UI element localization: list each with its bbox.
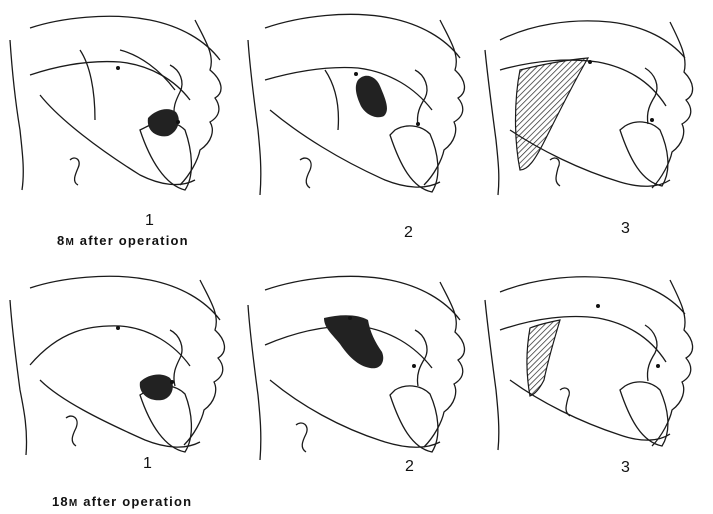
panel-label: 1 — [143, 455, 152, 473]
skull-outline — [265, 276, 460, 320]
marker-dot — [116, 66, 120, 70]
face-profile — [652, 280, 693, 446]
caption-text: after operation — [80, 233, 189, 248]
face-profile — [424, 282, 464, 447]
mandible-outline — [270, 110, 440, 187]
mandible-outline — [40, 95, 195, 185]
jaw-shape — [645, 325, 657, 381]
ear-shape — [66, 416, 77, 446]
tongue-body — [390, 386, 438, 452]
pharynx-wall — [10, 40, 23, 190]
skull-outline — [500, 277, 685, 314]
panel-label: 3 — [621, 459, 630, 477]
panel-label: 3 — [621, 220, 630, 238]
pharynx-wall — [248, 40, 261, 195]
panel-8m-3 — [480, 10, 713, 210]
marker-dot — [116, 326, 120, 330]
palate-line — [30, 62, 190, 100]
face-profile — [424, 20, 464, 185]
caption-number: 18 — [52, 494, 69, 509]
shaded-region — [356, 76, 387, 118]
skull-outline — [265, 14, 460, 58]
pharynx-wall — [485, 50, 499, 195]
skull-outline — [30, 16, 220, 60]
marker-dot — [170, 380, 174, 384]
ear-shape — [70, 158, 79, 185]
panel-label: 2 — [404, 224, 413, 242]
panel-label: 2 — [405, 458, 414, 476]
marker-dot — [650, 118, 654, 122]
marker-dot — [354, 72, 358, 76]
shaded-region — [324, 315, 383, 368]
marker-dot — [656, 364, 660, 368]
panel-label: 1 — [145, 212, 154, 230]
marker-dot — [412, 364, 416, 368]
marker-dot — [416, 122, 420, 126]
tongue-body — [620, 382, 668, 446]
panel-18m-1 — [0, 270, 240, 470]
jaw-shape — [645, 68, 657, 124]
pharynx-wall — [248, 305, 261, 460]
hyoid-curve — [325, 70, 338, 130]
skull-outline — [500, 21, 685, 58]
shaded-region — [527, 320, 560, 396]
pharynx-wall — [10, 300, 27, 455]
shaded-region — [516, 58, 589, 170]
marker-dot — [176, 120, 180, 124]
row-caption: 18M after operation — [52, 494, 192, 509]
pharynx-wall — [485, 300, 499, 450]
marker-dot — [588, 60, 592, 64]
row-caption: 8M after operation — [57, 233, 189, 248]
ear-shape — [300, 158, 311, 188]
caption-unit: M — [65, 237, 75, 248]
panel-18m-2 — [240, 270, 480, 470]
palate-line — [265, 68, 432, 111]
tongue-body — [390, 126, 438, 192]
panel-8m-1 — [0, 10, 240, 210]
mandible-outline — [40, 380, 200, 447]
marker-dot — [348, 316, 352, 320]
palate-line — [500, 317, 666, 363]
face-profile — [184, 280, 224, 445]
marker-dot — [596, 304, 600, 308]
jaw-shape — [170, 330, 182, 386]
panel-18m-3 — [480, 270, 713, 470]
palate-line — [30, 326, 190, 366]
caption-unit: M — [69, 498, 79, 509]
skull-outline — [30, 276, 220, 320]
jaw-shape — [415, 330, 427, 386]
ear-shape — [550, 158, 560, 186]
shaded-region — [148, 109, 179, 136]
tongue-outline — [120, 50, 175, 90]
shaded-region — [140, 375, 173, 401]
hyoid-curve — [80, 50, 95, 120]
face-profile — [180, 20, 221, 185]
ear-shape — [296, 423, 307, 452]
face-profile — [652, 22, 693, 188]
mandible-outline — [270, 380, 440, 447]
panel-8m-2 — [240, 10, 480, 210]
caption-text: after operation — [83, 494, 192, 509]
